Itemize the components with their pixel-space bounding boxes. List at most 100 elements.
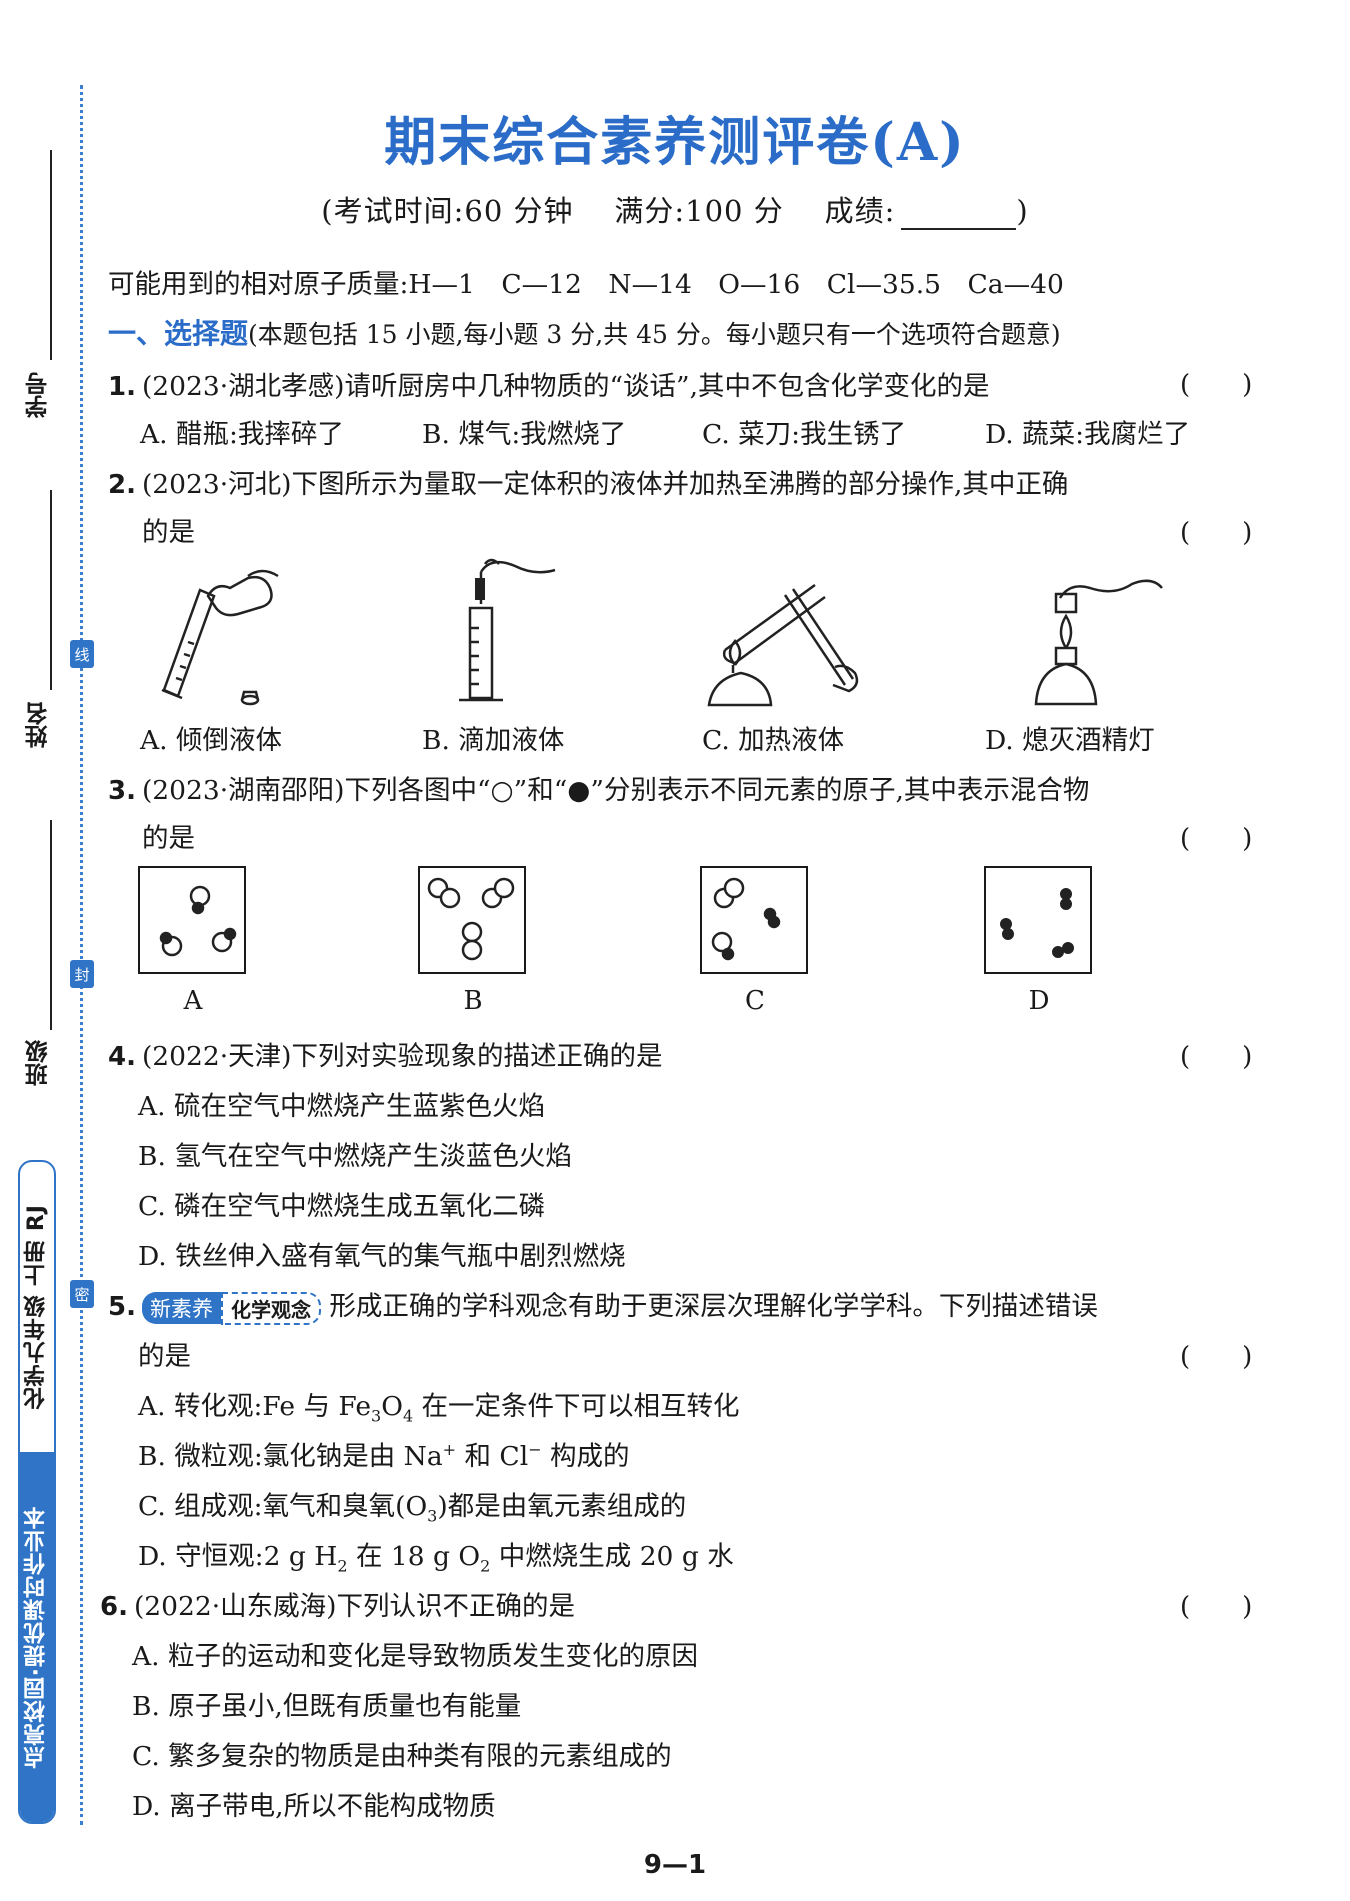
q5-option-c[interactable]: C. 组成观:氧气和臭氧(O3)都是由氧元素组成的 bbox=[138, 1484, 686, 1525]
q1-option-b[interactable]: B. 煤气:我燃烧了 bbox=[422, 419, 627, 450]
q6-option-d[interactable]: D. 离子带电,所以不能构成物质 bbox=[132, 1791, 496, 1822]
q5-stem-text-1: 形成正确的学科观念有助于更深层次理解化学学科。下列描述错误 bbox=[329, 1291, 1098, 1322]
page-number: 9—1 bbox=[643, 1850, 707, 1880]
spine-top: 化学九年级 上册 RJ bbox=[20, 1162, 54, 1452]
q3-box-d bbox=[984, 866, 1092, 974]
q6-number: 6. bbox=[100, 1592, 128, 1622]
q2-stem-text-2: 的是 bbox=[142, 517, 195, 548]
xingming-label: 姓名 bbox=[26, 702, 52, 748]
q5-stem-text-2: 的是 bbox=[138, 1341, 191, 1372]
section-heading: 一、选择题(本题包括 15 小题,每小题 3 分,共 45 分。每小题只有一个选… bbox=[108, 312, 1061, 352]
q5-d-sub-2: 2 bbox=[480, 1556, 491, 1576]
spine-top-text: 化学九年级 上册 RJ bbox=[24, 1204, 49, 1410]
q4-option-c[interactable]: C. 磷在空气中燃烧生成五氧化二磷 bbox=[138, 1191, 546, 1222]
xuehao-blank-line bbox=[50, 150, 52, 360]
grade-label: 成绩: bbox=[824, 194, 896, 228]
q5-a-sub-1: 3 bbox=[371, 1406, 382, 1426]
q5-d-sub-1: 2 bbox=[337, 1556, 348, 1576]
q2-answer-blank[interactable]: ( ) bbox=[1180, 518, 1253, 548]
grade-blank[interactable] bbox=[901, 206, 1017, 230]
q3-box-b bbox=[418, 866, 526, 974]
q3-molecules-d bbox=[1000, 888, 1074, 958]
xingming-blank-line bbox=[50, 490, 52, 690]
q6-answer-blank[interactable]: ( ) bbox=[1180, 1592, 1253, 1622]
q5-a-text-3: 在一定条件下可以相互转化 bbox=[413, 1391, 740, 1422]
q2-option-c[interactable]: C. 加热液体 bbox=[702, 725, 845, 756]
q5-d-text-1: D. 守恒观:2 g H bbox=[138, 1541, 338, 1572]
q3-box-c bbox=[700, 866, 808, 974]
q4-answer-blank[interactable]: ( ) bbox=[1180, 1042, 1253, 1072]
banji-blank-line bbox=[50, 820, 52, 1030]
q6-stem: 6.(2022·山东威海)下列认识不正确的是 bbox=[100, 1584, 575, 1623]
q5-option-d[interactable]: D. 守恒观:2 g H2 在 18 g O2 中燃烧生成 20 g 水 bbox=[138, 1534, 734, 1575]
page-title: 期末综合素养测评卷(A) bbox=[384, 112, 966, 173]
q2-stem-text-1: (2023·河北)下图所示为量取一定体积的液体并加热至沸腾的部分操作,其中正确 bbox=[141, 469, 1069, 500]
q1-option-a[interactable]: A. 醋瓶:我摔碎了 bbox=[140, 419, 344, 450]
section-title: 一、选择题 bbox=[108, 317, 249, 350]
q4-stem-text: (2022·天津)下列对实验现象的描述正确的是 bbox=[141, 1041, 663, 1072]
q5-answer-blank[interactable]: ( ) bbox=[1180, 1342, 1253, 1372]
exam-time: (考试时间:60 分钟 bbox=[321, 194, 574, 228]
full-score: 满分:100 分 bbox=[614, 194, 784, 228]
q1-option-d[interactable]: D. 蔬菜:我腐烂了 bbox=[985, 419, 1191, 450]
q1-answer-blank[interactable]: ( ) bbox=[1180, 370, 1253, 400]
q2-option-b[interactable]: B. 滴加液体 bbox=[422, 725, 565, 756]
section-note: (本题包括 15 小题,每小题 3 分,共 45 分。每小题只有一个选项符合题意… bbox=[248, 320, 1061, 349]
q5-b-sup-2: − bbox=[528, 1440, 542, 1460]
banji-label: 班级 bbox=[26, 1040, 52, 1086]
extinguishing-lamp-illustration bbox=[1034, 579, 1163, 706]
q5-d-text-3: 中燃烧生成 20 g 水 bbox=[490, 1541, 734, 1572]
q5-a-text-1: A. 转化观:Fe 与 Fe bbox=[138, 1391, 372, 1422]
q3-label-b[interactable]: B bbox=[463, 986, 483, 1016]
q4-option-b[interactable]: B. 氢气在空气中燃烧产生淡蓝色火焰 bbox=[138, 1141, 572, 1172]
q3-label-c[interactable]: C bbox=[745, 986, 765, 1016]
q2-number: 2. bbox=[108, 470, 136, 500]
q6-option-c[interactable]: C. 繁多复杂的物质是由种类有限的元素组成的 bbox=[132, 1741, 672, 1772]
exam-info-close: ) bbox=[1016, 194, 1029, 228]
q3-molecules-a bbox=[159, 885, 237, 957]
q6-stem-text: (2022·山东威海)下列认识不正确的是 bbox=[133, 1591, 576, 1622]
q5-b-text-1: B. 微粒观:氯化钠是由 Na bbox=[138, 1441, 443, 1472]
pouring-liquid-illustration bbox=[161, 569, 279, 706]
q5-c-text-2: )都是由氧元素组成的 bbox=[437, 1491, 687, 1522]
q5-b-text-3: 构成的 bbox=[541, 1441, 630, 1472]
q3-label-a[interactable]: A bbox=[183, 986, 203, 1016]
q1-number: 1. bbox=[108, 372, 136, 402]
q5-c-sub: 3 bbox=[427, 1506, 438, 1526]
q5-option-b[interactable]: B. 微粒观:氯化钠是由 Na+ 和 Cl− 构成的 bbox=[138, 1434, 630, 1473]
q6-option-b[interactable]: B. 原子虽小,但既有质量也有能量 bbox=[132, 1691, 522, 1722]
new-literacy-badge: 新素养 bbox=[141, 1292, 221, 1324]
q3-stem: 3.(2023·湖南邵阳)下列各图中“○”和“●”分别表示不同元素的原子,其中表… bbox=[108, 768, 1089, 807]
q5-d-text-2: 在 18 g O bbox=[347, 1541, 481, 1572]
q5-b-text-2: 和 Cl bbox=[456, 1441, 529, 1472]
q5-c-text-1: C. 组成观:氧气和臭氧(O bbox=[138, 1491, 428, 1522]
q4-option-a[interactable]: A. 硫在空气中燃烧产生蓝紫色火焰 bbox=[138, 1091, 545, 1122]
q5-stem: 5.新素养化学观念 形成正确的学科观念有助于更深层次理解化学学科。下列描述错误 bbox=[108, 1284, 1098, 1325]
q3-answer-blank[interactable]: ( ) bbox=[1180, 824, 1253, 854]
q5-a-sub-2: 4 bbox=[402, 1406, 414, 1426]
q3-box-a bbox=[138, 866, 246, 974]
q3-label-d[interactable]: D bbox=[1028, 986, 1050, 1016]
q4-option-d[interactable]: D. 铁丝伸入盛有氧气的集气瓶中剧烈燃烧 bbox=[138, 1241, 626, 1272]
exam-info: (考试时间:60 分钟 满分:100 分 成绩:) bbox=[0, 188, 1350, 230]
q2-option-a[interactable]: A. 倾倒液体 bbox=[140, 725, 282, 756]
mi-tag: 密 bbox=[70, 1280, 94, 1308]
q3-number: 3. bbox=[108, 776, 136, 806]
q3-stem-text-1: (2023·湖南邵阳)下列各图中“○”和“●”分别表示不同元素的原子,其中表示混… bbox=[141, 775, 1090, 806]
q2-option-d[interactable]: D. 熄灭酒精灯 bbox=[985, 725, 1155, 756]
book-spine: 化学九年级 上册 RJ 点亮校园·提优课时作业本 bbox=[18, 1160, 56, 1824]
q3-stem-text-2: 的是 bbox=[142, 823, 195, 854]
spine-bottom: 点亮校园·提优课时作业本 bbox=[20, 1452, 54, 1822]
spine-bottom-text: 点亮校园·提优课时作业本 bbox=[24, 1505, 49, 1769]
q5-a-text-2: O bbox=[381, 1391, 403, 1422]
dropping-liquid-illustration bbox=[459, 558, 556, 702]
xuehao-label: 学号 bbox=[26, 372, 52, 418]
q5-option-a[interactable]: A. 转化观:Fe 与 Fe3O4 在一定条件下可以相互转化 bbox=[138, 1384, 740, 1425]
q1-stem: 1.(2023·湖北孝感)请听厨房中几种物质的“谈话”,其中不包含化学变化的是 bbox=[108, 364, 990, 403]
binding-dotted-line bbox=[80, 85, 83, 1825]
q1-stem-text: (2023·湖北孝感)请听厨房中几种物质的“谈话”,其中不包含化学变化的是 bbox=[141, 371, 990, 402]
q6-option-a[interactable]: A. 粒子的运动和变化是导致物质发生变化的原因 bbox=[132, 1641, 698, 1672]
feng-tag: 封 bbox=[70, 960, 94, 988]
q1-option-c[interactable]: C. 菜刀:我生锈了 bbox=[702, 419, 907, 450]
